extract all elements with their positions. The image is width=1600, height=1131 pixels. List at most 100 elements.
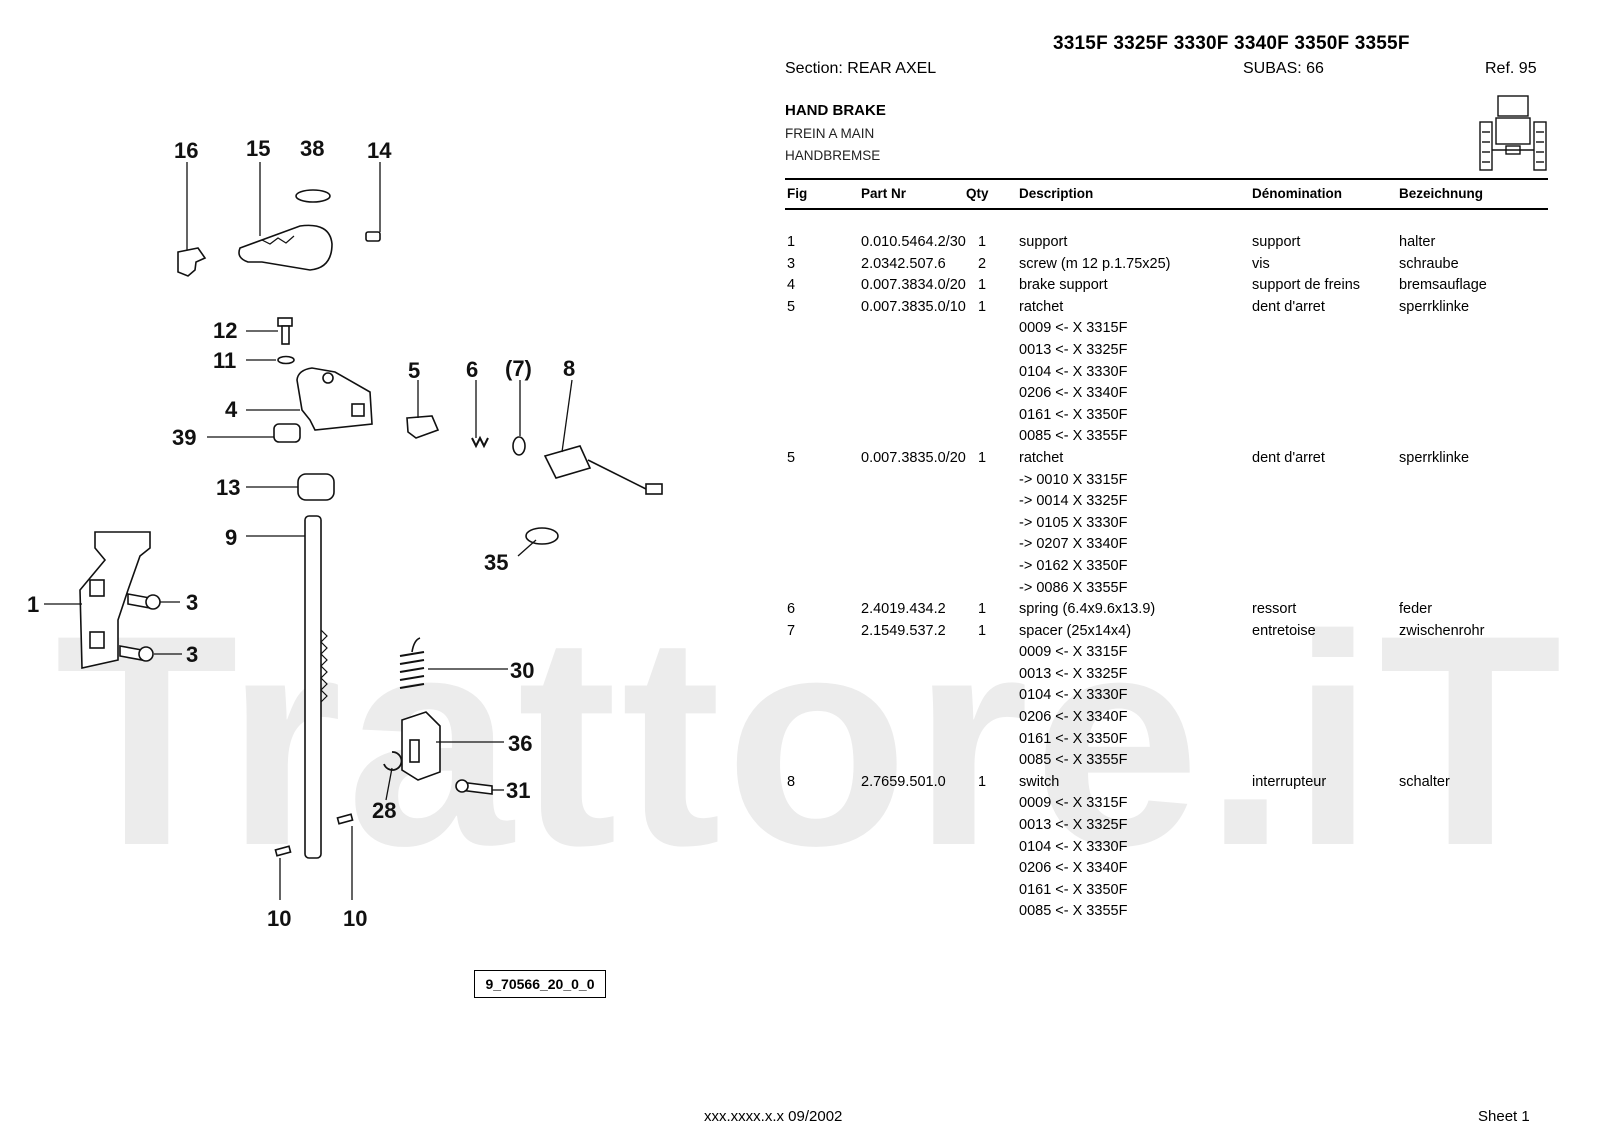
- callout-8: 8: [563, 356, 575, 381]
- cell-fig: 5: [787, 449, 796, 466]
- part-36-block: [401, 711, 441, 781]
- cell-qty: 1: [978, 773, 987, 790]
- table-header-rule: [785, 208, 1548, 210]
- cell-part: 0.007.3835.0/20: [861, 449, 966, 466]
- table-row: -> 0010 X 3315F: [0, 472, 1600, 494]
- part-14-setscrew: [365, 231, 381, 242]
- callout-10b: 10: [343, 906, 367, 931]
- part-10-pin-b: [336, 813, 354, 825]
- cell-bez: halter: [1399, 234, 1436, 250]
- cell-den: entretoise: [1252, 622, 1316, 639]
- cell-desc: 0104 <- X 3330F: [1019, 687, 1128, 704]
- cell-den: interrupteur: [1252, 773, 1327, 790]
- table-row: 0085 <- X 3355F: [0, 752, 1600, 774]
- callout-3b: 3: [186, 642, 198, 667]
- cell-den: ressort: [1252, 601, 1297, 618]
- table-row: 0161 <- X 3350F: [0, 882, 1600, 904]
- table-row: -> 0207 X 3340F: [0, 536, 1600, 558]
- cell-desc: brake support: [1019, 277, 1108, 294]
- callout-14: 14: [367, 138, 392, 163]
- table-top-rule: [785, 178, 1548, 180]
- callout-39: 39: [172, 425, 196, 450]
- cell-part: 2.1549.537.2: [861, 622, 946, 639]
- part-10-pin-a: [274, 845, 292, 857]
- cell-den: vis: [1252, 255, 1270, 272]
- cell-part: 0.007.3834.0/20: [861, 277, 966, 294]
- group-title: HAND BRAKE: [785, 102, 886, 119]
- callout-1: 1: [27, 592, 39, 617]
- cell-qty: 2: [978, 255, 987, 272]
- cell-desc: screw (m 12 p.1.75x25): [1019, 255, 1171, 272]
- ref-label: Ref. 95: [1485, 60, 1537, 77]
- cell-bez: zwischenrohr: [1399, 622, 1485, 639]
- cell-fig: 5: [787, 298, 796, 315]
- cell-desc: 0009 <- X 3315F: [1019, 320, 1128, 337]
- callout-4: 4: [225, 397, 238, 422]
- cell-part: 2.0342.507.6: [861, 255, 946, 272]
- part-11-washer: [277, 355, 295, 365]
- table-row: 0013 <- X 3325F: [0, 817, 1600, 839]
- cell-desc: 0206 <- X 3340F: [1019, 860, 1128, 877]
- callout-35: 35: [484, 550, 508, 575]
- cell-desc: -> 0162 X 3350F: [1019, 557, 1128, 574]
- cell-fig: 8: [787, 773, 796, 790]
- table-row: 0104 <- X 3330F: [0, 839, 1600, 861]
- table-row: 0206 <- X 3340F: [0, 860, 1600, 882]
- cell-desc: spacer (25x14x4): [1019, 622, 1132, 639]
- col-part: Part Nr: [861, 186, 907, 201]
- cell-desc: -> 0010 X 3315F: [1019, 471, 1128, 488]
- cell-part: 0.010.5464.2/30: [861, 234, 966, 250]
- cell-bez: bremsauflage: [1399, 277, 1487, 294]
- callout-13: 13: [216, 475, 240, 500]
- table-row: -> 0086 X 3355F: [0, 580, 1600, 602]
- group-title-fr: FREIN A MAIN: [785, 126, 875, 141]
- table-row: 0085 <- X 3355F: [0, 903, 1600, 925]
- cell-desc: 0206 <- X 3340F: [1019, 709, 1128, 726]
- cell-qty: 1: [978, 234, 987, 250]
- table-row: 0085 <- X 3355F: [0, 428, 1600, 450]
- callout-7: (7): [505, 356, 532, 381]
- table-row: 0161 <- X 3350F: [0, 731, 1600, 753]
- cell-qty: 1: [978, 449, 987, 466]
- cell-desc: 0085 <- X 3355F: [1019, 903, 1128, 920]
- cell-desc: -> 0014 X 3325F: [1019, 493, 1128, 510]
- callout-16: 16: [174, 138, 198, 163]
- tractor-icon: [1479, 95, 1547, 171]
- cell-desc: 0013 <- X 3325F: [1019, 817, 1128, 834]
- footer-sheet: Sheet 1: [1478, 1108, 1530, 1125]
- part-6-spring: [471, 435, 489, 449]
- cell-fig: 6: [787, 601, 796, 618]
- cell-bez: feder: [1399, 601, 1433, 618]
- table-row: 0206 <- X 3340F: [0, 385, 1600, 407]
- cell-fig: 1: [787, 234, 796, 250]
- part-16-clip: [177, 247, 207, 277]
- table-row: -> 0105 X 3330F: [0, 515, 1600, 537]
- model-list: 3315F 3325F 3330F 3340F 3350F 3355F: [1053, 33, 1410, 54]
- cell-bez: schraube: [1399, 255, 1459, 272]
- cell-desc: 0013 <- X 3325F: [1019, 341, 1128, 358]
- cell-desc: spring (6.4x9.6x13.9): [1019, 601, 1156, 618]
- cell-den: support: [1252, 234, 1301, 250]
- cell-desc: 0206 <- X 3340F: [1019, 385, 1128, 402]
- table-row: 0104 <- X 3330F: [0, 364, 1600, 386]
- cell-bez: sperrklinke: [1399, 449, 1470, 466]
- cell-part: 0.007.3835.0/10: [861, 298, 966, 315]
- col-qty: Qty: [966, 186, 989, 201]
- subas-label: SUBAS: 66: [1243, 60, 1324, 77]
- table-row: 0013 <- X 3325F: [0, 342, 1600, 364]
- part-7-spacer: [512, 436, 526, 456]
- table-row: 0206 <- X 3340F: [0, 709, 1600, 731]
- callout-30: 30: [510, 658, 534, 683]
- cell-bez: schalter: [1399, 773, 1450, 790]
- callout-12: 12: [213, 318, 237, 343]
- group-title-de: HANDBREMSE: [785, 148, 881, 163]
- cell-qty: 1: [978, 622, 987, 639]
- callout-28: 28: [372, 798, 396, 823]
- table-row: 0104 <- X 3330F: [0, 687, 1600, 709]
